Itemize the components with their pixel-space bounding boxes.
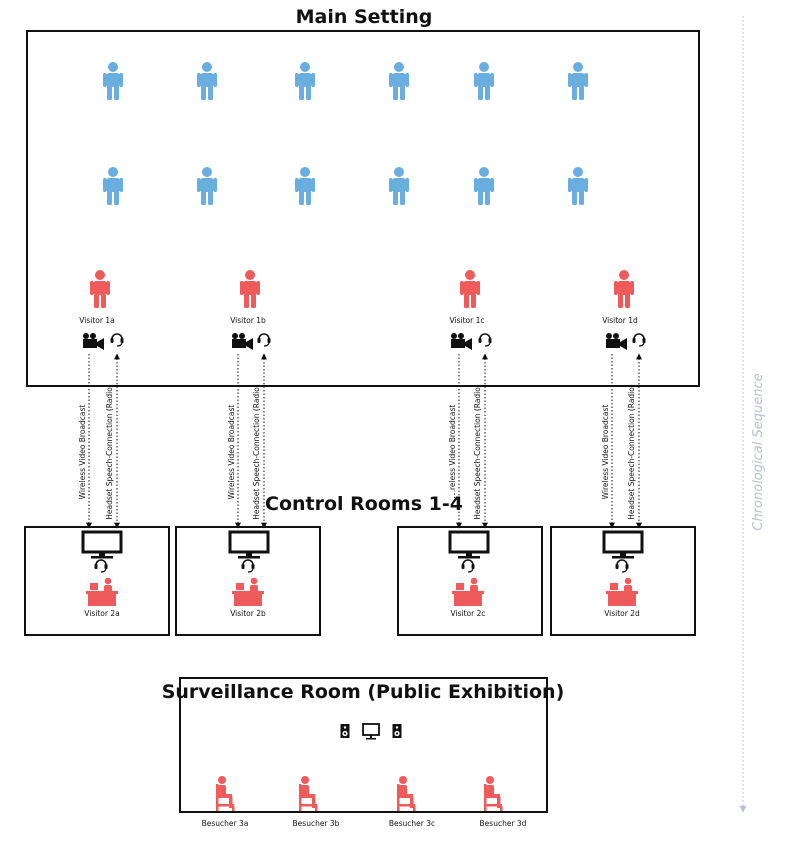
control-room-visitor-label: Visitor 2c bbox=[451, 609, 486, 618]
speaker-icon bbox=[340, 724, 350, 738]
desk-operator-icon bbox=[232, 577, 264, 606]
headset-icon bbox=[631, 333, 647, 347]
desk-operator-icon bbox=[452, 577, 484, 606]
audience-person-icon bbox=[197, 62, 217, 100]
radio-connection-label: Headset Speech-Connection (Radio) bbox=[627, 384, 636, 520]
audience-person-icon bbox=[568, 62, 588, 100]
audience-person-icon bbox=[103, 62, 123, 100]
monitor-icon bbox=[362, 723, 380, 741]
timeline-label: Chronological Sequence bbox=[751, 373, 766, 530]
video-broadcast-label: Wireless Video Broadcast bbox=[601, 405, 610, 500]
video-camera-icon bbox=[451, 333, 472, 350]
video-camera-icon bbox=[83, 333, 104, 350]
besucher-label: Besucher 3b bbox=[293, 819, 340, 828]
control-room-visitor-label: Visitor 2d bbox=[604, 609, 640, 618]
visitor-1c: Visitor 1c bbox=[450, 270, 493, 350]
surveillance-room-title: Surveillance Room (Public Exhibition) bbox=[162, 681, 565, 703]
headset-icon bbox=[256, 333, 272, 347]
seated-person-icon bbox=[397, 776, 416, 811]
headset-icon bbox=[477, 333, 493, 347]
visitor-person-icon bbox=[614, 270, 634, 308]
main-setting-frame bbox=[26, 30, 700, 387]
control-room-frame bbox=[175, 526, 321, 636]
connections bbox=[86, 353, 642, 529]
control-room-frame bbox=[397, 526, 543, 636]
timeline: Chronological Sequence bbox=[739, 16, 766, 813]
visitor-person-icon bbox=[90, 270, 110, 308]
video-broadcast-label: Wireless Video Broadcast bbox=[78, 405, 87, 500]
control-rooms-title: Control Rooms 1-4 bbox=[265, 493, 463, 515]
audience-group bbox=[103, 62, 588, 205]
visitor-label: Visitor 1d bbox=[602, 316, 638, 325]
control-room-frame bbox=[550, 526, 696, 636]
besucher-label: Besucher 3a bbox=[202, 819, 249, 828]
desk-operator-icon bbox=[86, 577, 118, 606]
audience-person-icon bbox=[103, 167, 123, 205]
video-camera-icon bbox=[232, 333, 253, 350]
radio-connection-label: Headset Speech-Connection (Radio) bbox=[105, 384, 114, 520]
surveillance-room: Surveillance Room (Public Exhibition) Be… bbox=[162, 677, 565, 828]
audience-person-icon bbox=[474, 167, 494, 205]
seated-person-icon bbox=[299, 776, 318, 811]
desk-operator-icon bbox=[606, 577, 638, 606]
besucher-label: Besucher 3c bbox=[389, 819, 435, 828]
video-camera-icon bbox=[606, 333, 627, 350]
visitor-1b: Visitor 1b bbox=[230, 270, 272, 350]
control-room-1: Visitor 2a bbox=[24, 526, 170, 636]
audience-person-icon bbox=[389, 167, 409, 205]
control-room-visitor-label: Visitor 2a bbox=[84, 609, 119, 618]
video-broadcast-label: Wireless Video Broadcast bbox=[448, 405, 457, 500]
visitor-label: Visitor 1c bbox=[450, 316, 485, 325]
connection-labels: Wireless Video Broadcast Headset Speech-… bbox=[78, 384, 636, 520]
monitor-icon bbox=[81, 530, 123, 560]
control-room-3: Visitor 2c bbox=[397, 526, 543, 636]
headset-icon bbox=[240, 559, 256, 573]
headset-icon bbox=[460, 559, 476, 573]
visitor-1a: Visitor 1a bbox=[79, 270, 125, 350]
audience-person-icon bbox=[568, 167, 588, 205]
surveillance-room-frame bbox=[179, 677, 548, 813]
seated-person-icon bbox=[484, 776, 503, 811]
control-room-frame bbox=[24, 526, 170, 636]
audience-person-icon bbox=[474, 62, 494, 100]
audience-person-icon bbox=[389, 62, 409, 100]
visitor-label: Visitor 1b bbox=[230, 316, 266, 325]
visitor-person-icon bbox=[240, 270, 260, 308]
audience-person-icon bbox=[197, 167, 217, 205]
monitor-icon bbox=[602, 530, 644, 560]
video-broadcast-label: Wireless Video Broadcast bbox=[227, 405, 236, 500]
control-room-2: Visitor 2b bbox=[175, 526, 321, 636]
audience-person-icon bbox=[295, 62, 315, 100]
control-room-4: Visitor 2d bbox=[550, 526, 696, 636]
speaker-icon bbox=[392, 724, 402, 738]
headset-icon bbox=[109, 333, 125, 347]
main-setting-title: Main Setting bbox=[296, 6, 433, 28]
monitor-icon bbox=[228, 530, 270, 560]
monitor-icon bbox=[448, 530, 490, 560]
radio-connection-label: Headset Speech-Connection (Radio) bbox=[473, 384, 482, 520]
headset-icon bbox=[93, 559, 109, 573]
visitor-1d: Visitor 1d bbox=[602, 270, 647, 350]
headset-icon bbox=[614, 559, 630, 573]
seated-person-icon bbox=[216, 776, 235, 811]
radio-connection-label: Headset Speech-Connection (Radio) bbox=[252, 384, 261, 520]
audience-person-icon bbox=[295, 167, 315, 205]
visitor-label: Visitor 1a bbox=[79, 316, 114, 325]
besucher-label: Besucher 3d bbox=[480, 819, 527, 828]
control-room-visitor-label: Visitor 2b bbox=[230, 609, 266, 618]
visitor-person-icon bbox=[460, 270, 480, 308]
